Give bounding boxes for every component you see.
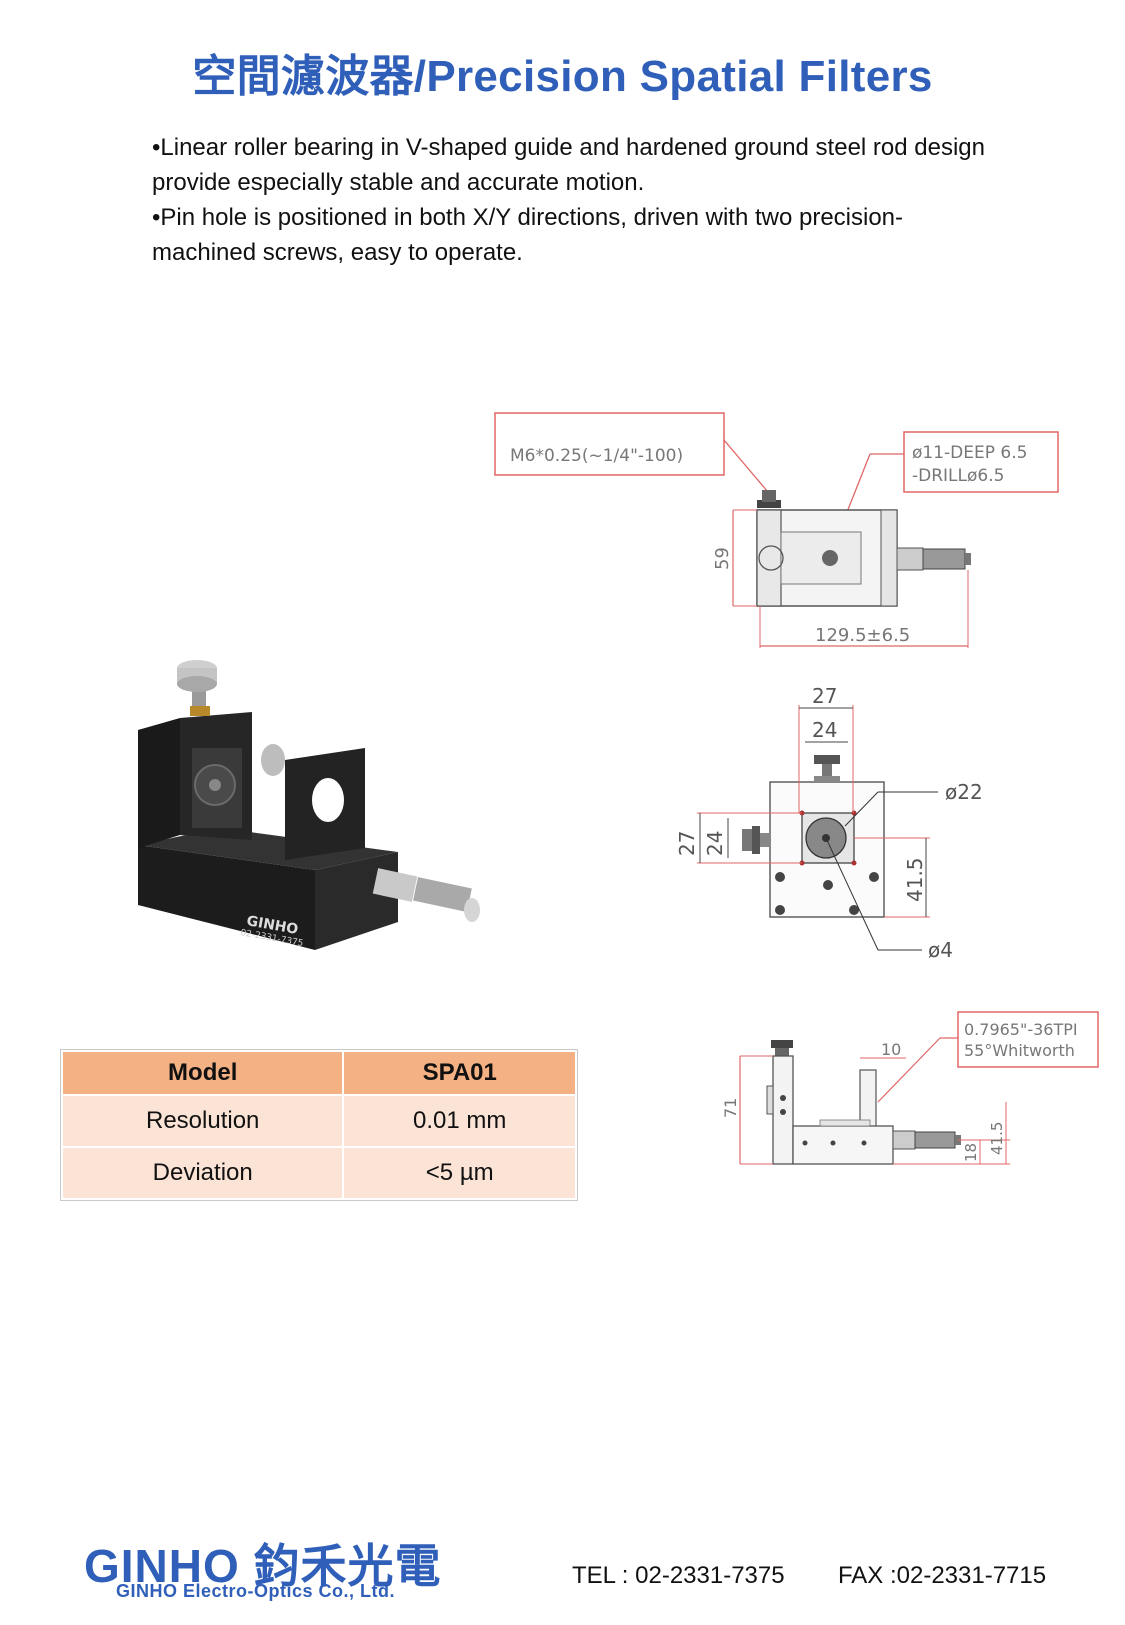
feature-description: •Linear roller bearing in V-shaped guide… [152,130,992,270]
row-value-deviation: <5 µm [342,1146,577,1200]
side-view-drawing: 0.7965"-36TPI 55°Whitworth 71 10 18 41.5 [721,1011,1099,1165]
dim-height-59: 59 [712,547,733,570]
row-label-deviation: Deviation [60,1146,345,1200]
page-title: 空間濾波器/Precision Spatial Filters [192,52,933,101]
row-value-resolution: 0.01 mm [342,1094,577,1148]
hole-callout-line-1: ø11-DEEP 6.5 [912,443,1027,463]
contact-info: TEL : 02-2331-7375 FAX :02-2331-7715 [572,1562,1046,1590]
dim-bore-22: ø22 [945,780,983,804]
dim-gap-10: 10 [881,1040,901,1059]
thread-callout-label: M6*0.25(~1/4"-100) [510,446,683,466]
dim-pinhole-4: ø4 [928,938,953,962]
dim-outer-height-27: 27 [675,831,699,856]
tel-number: TEL : 02-2331-7375 [572,1562,785,1589]
hole-callout-box [903,431,1059,493]
dim-axis-height-41-5: 41.5 [903,857,927,902]
front-view-drawing: 27 24 ø22 27 24 41.5 ø4 [675,684,983,962]
table-header-model: Model [60,1050,345,1096]
table-row: Resolution 0.01 mm [60,1094,577,1148]
thread-callout-box [494,412,725,476]
table-row: Deviation <5 µm [60,1146,577,1200]
dim-width-129: 129.5±6.5 [815,625,910,646]
dim-base-height-18: 18 [962,1143,980,1162]
feature-bullet-1: •Linear roller bearing in V-shaped guide… [152,134,985,196]
table-header-spa01: SPA01 [342,1050,577,1096]
dim-total-height-71: 71 [721,1098,740,1118]
side-thread-callout-box [957,1011,1099,1068]
company-name: GINHO Electro-Optics Co., Ltd. [116,1581,396,1601]
side-thread-callout-2: 55°Whitworth [964,1041,1075,1060]
dim-outer-width-27: 27 [812,684,837,708]
hole-callout-line-2: -DRILLø6.5 [912,466,1004,486]
company-logo: GINHO 鈞禾光電 [84,1540,442,1592]
dim-axis-height-side: 41.5 [988,1122,1006,1155]
fax-number: FAX :02-2331-7715 [837,1562,1047,1589]
feature-bullet-2: •Pin hole is positioned in both X/Y dire… [152,204,904,266]
side-thread-callout-1: 0.7965"-36TPI [964,1020,1078,1039]
row-label-resolution: Resolution [60,1094,345,1148]
dim-inner-width-24: 24 [812,718,837,742]
table-header-row: Model SPA01 [60,1050,577,1096]
product-photo: GINHO 02-2331-7375 [138,660,480,950]
spec-table: Model SPA01 Resolution 0.01 mm Deviation… [60,1049,578,1201]
top-view-drawing: M6*0.25(~1/4"-100) ø11-DEEP 6.5 -DRILLø6… [494,412,1059,648]
dim-inner-height-24: 24 [703,831,727,856]
